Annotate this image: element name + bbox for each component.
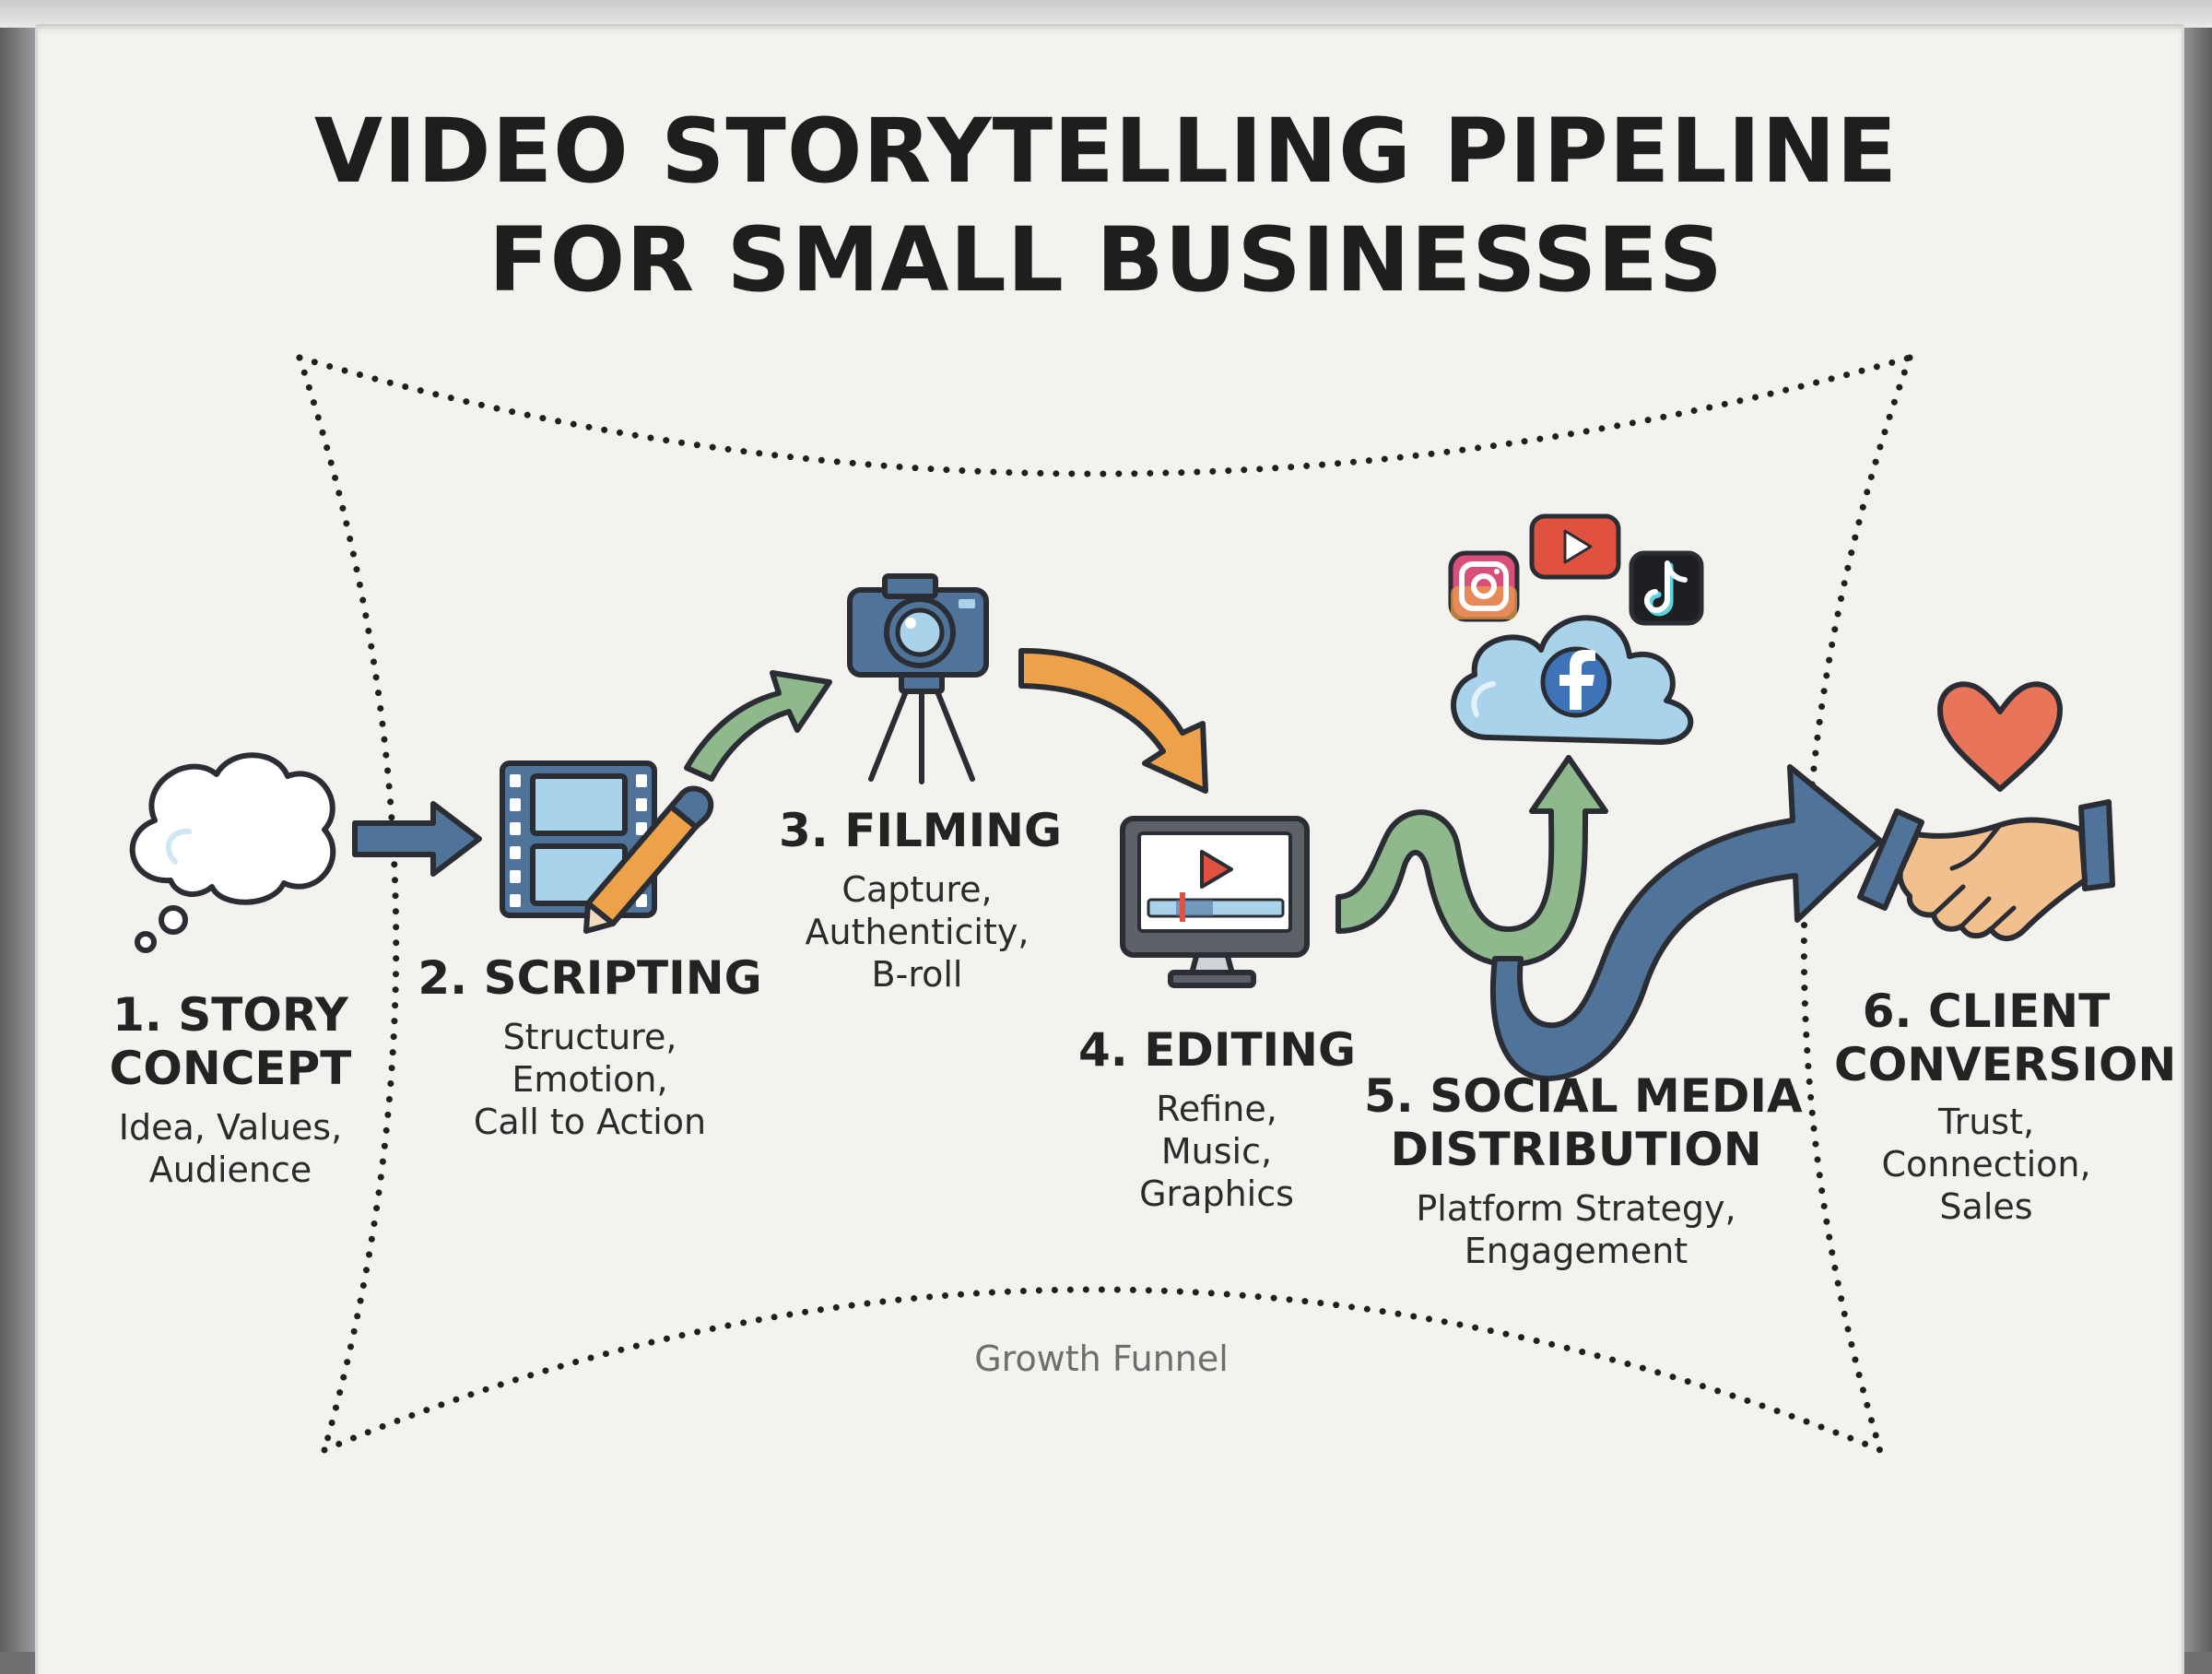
- handshake-heart-icon: [1857, 681, 2115, 941]
- arrow-distribution-to-conversion: [1489, 764, 1883, 1082]
- step-5-description: Platform Strategy, Engagement: [1401, 1187, 1751, 1272]
- social-cloud-icon: [1448, 513, 1704, 745]
- page-title-line-2: FOR SMALL BUSINESSES: [488, 208, 1724, 312]
- pen-icon: [583, 785, 714, 934]
- step-1-title-line-1: 1. STORY: [112, 988, 348, 1042]
- step-5-title-line-1: 5. SOCIAL MEDIA: [1364, 1069, 1803, 1123]
- arrow-scripting-to-filming: [684, 670, 832, 782]
- whiteboard-frame-left: [0, 28, 35, 1652]
- arrow-filming-to-editing: [1018, 647, 1208, 794]
- step-4-desc-line-1: Refine,: [1156, 1089, 1277, 1129]
- whiteboard-frame-top: [0, 0, 2212, 28]
- step-3-desc-line-1: Capture,: [841, 869, 993, 910]
- funnel-bottom-edge: [321, 1286, 1884, 1454]
- step-6-title-line-1: 6. CLIENT: [1862, 984, 2111, 1038]
- facebook-icon: [1540, 646, 1612, 718]
- step-3-desc-line-2: Authenticity,: [805, 912, 1030, 952]
- step-5-title-line-2: DISTRIBUTION: [1390, 1123, 1762, 1176]
- step-2-title-line-1: 2. SCRIPTING: [418, 951, 762, 1005]
- tiktok-icon: [1629, 550, 1704, 626]
- step-5-desc-line-2: Engagement: [1464, 1231, 1688, 1271]
- funnel-right-edge: [1800, 354, 1913, 1454]
- thought-cloud-icon: [129, 752, 336, 953]
- step-6-desc-line-2: Connection,: [1881, 1144, 2091, 1185]
- step-2-desc-line-2: Emotion,: [512, 1059, 668, 1100]
- step-2-title: 2. SCRIPTING: [406, 951, 774, 1005]
- step-6-description: Trust, Connection, Sales: [1848, 1101, 2124, 1228]
- step-4-description: Refine, Music, Graphics: [1078, 1088, 1355, 1215]
- instagram-icon: [1448, 550, 1520, 622]
- step-6-desc-line-3: Sales: [1939, 1186, 2033, 1227]
- step-5-desc-line-1: Platform Strategy,: [1416, 1188, 1736, 1229]
- page-title-line-1: VIDEO STORYTELLING PIPELINE: [313, 100, 1899, 203]
- monitor-timeline-icon: [1120, 816, 1310, 988]
- step-4-desc-line-2: Music,: [1160, 1131, 1273, 1172]
- step-4-title: 4. EDITING: [1078, 1023, 1357, 1077]
- step-1-desc-line-2: Audience: [148, 1149, 312, 1190]
- funnel-top-edge: [296, 354, 1913, 477]
- step-2-desc-line-3: Call to Action: [473, 1102, 707, 1142]
- step-4-title-line-1: 4. EDITING: [1078, 1023, 1357, 1077]
- step-2-desc-line-1: Structure,: [502, 1017, 677, 1057]
- growth-funnel-outline: [296, 354, 1913, 1454]
- step-3-title: 3. FILMING: [779, 804, 1063, 857]
- heart-icon: [1937, 681, 2063, 792]
- step-4-desc-line-3: Graphics: [1139, 1173, 1294, 1214]
- arrow-concept-to-scripting: [352, 801, 482, 877]
- step-6-title: 6. CLIENT CONVERSION: [1834, 984, 2177, 1091]
- growth-funnel-label: Growth Funnel: [974, 1338, 1229, 1379]
- step-1-desc-line-1: Idea, Values,: [118, 1107, 343, 1148]
- step-3-desc-line-3: B-roll: [871, 954, 963, 995]
- step-3-title-line-1: 3. FILMING: [779, 804, 1063, 857]
- step-3-description: Capture, Authenticity, B-roll: [779, 868, 1055, 996]
- arrow-editing-to-distribution: [1335, 755, 1608, 968]
- step-5-title: 5. SOCIAL MEDIA DISTRIBUTION: [1364, 1069, 1803, 1176]
- camera-tripod-icon: [847, 573, 989, 784]
- youtube-icon: [1529, 513, 1621, 580]
- step-1-title: 1. STORY CONCEPT: [92, 988, 369, 1095]
- step-1-title-line-2: CONCEPT: [109, 1042, 352, 1095]
- step-6-title-line-2: CONVERSION: [1834, 1038, 2177, 1091]
- step-2-description: Structure, Emotion, Call to Action: [424, 1016, 756, 1143]
- funnel-left-edge: [296, 354, 400, 1454]
- step-1-description: Idea, Values, Audience: [83, 1106, 378, 1191]
- film-strip-pen-icon: [500, 760, 714, 934]
- step-6-desc-line-1: Trust,: [1937, 1102, 2035, 1142]
- whiteboard-frame-right: [2179, 28, 2212, 1652]
